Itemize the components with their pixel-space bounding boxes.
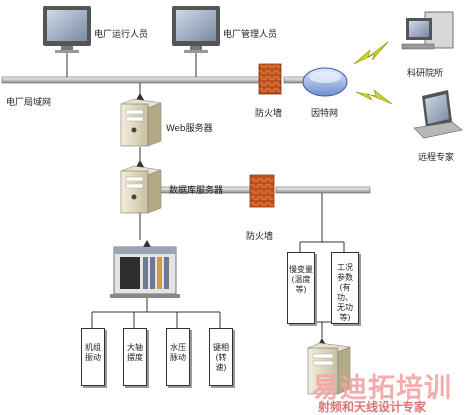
expert-laptop-icon	[413, 90, 463, 139]
sensor-box: 机组 振动	[81, 328, 105, 386]
acquisition-chassis-icon	[110, 246, 180, 298]
expert-label: 远程专家	[418, 153, 455, 163]
lan-label: 电厂局域网	[6, 98, 52, 108]
operators-monitor-icon	[43, 6, 91, 53]
sensor-label: 水压 脉动	[170, 343, 186, 362]
watermark-sub: 射频和天线设计专家	[318, 400, 427, 414]
sensor-box: 键相 (转速)	[209, 328, 233, 386]
research-computer-icon	[401, 11, 454, 50]
managers-label: 电厂管理人员	[223, 30, 278, 40]
firewall-top-label: 防火墙	[255, 109, 283, 119]
sensor-box: 大轴 摆度	[123, 328, 147, 386]
internet-label: 因特网	[311, 109, 339, 119]
sensor-label: 键相 (转速)	[213, 343, 229, 372]
firewall-top-icon	[258, 63, 282, 95]
slow-variable-box: 慢变量 (温度 等)	[287, 252, 315, 324]
slow-variable-label: 慢变量 (温度 等)	[289, 265, 313, 294]
web-server-label: Web服务器	[166, 124, 213, 134]
operators-label: 电厂运行人员	[94, 30, 149, 40]
sensor-label: 大轴 摆度	[127, 343, 143, 362]
operating-params-box: 工况 参数 (有功、 无功等)	[331, 252, 359, 324]
wireless-link-icon	[353, 41, 393, 105]
operating-params-label: 工况 参数 (有功、 无功等)	[337, 263, 353, 322]
sensor-box: 水压 脉动	[166, 328, 190, 386]
web-server-icon	[120, 98, 162, 147]
db-server-label: 数据库服务器	[169, 186, 224, 196]
firewall-middle-icon	[249, 174, 275, 208]
research-label: 科研院所	[407, 69, 444, 79]
database-server-icon	[120, 165, 162, 214]
firewall-mid-label: 防火墙	[246, 232, 274, 242]
watermark-main: 易迪拓培训	[312, 373, 452, 404]
sensor-label: 机组 振动	[85, 343, 101, 362]
historian-server-icon	[307, 342, 351, 395]
managers-monitor-icon	[172, 6, 220, 53]
internet-cloud-icon	[302, 67, 348, 97]
